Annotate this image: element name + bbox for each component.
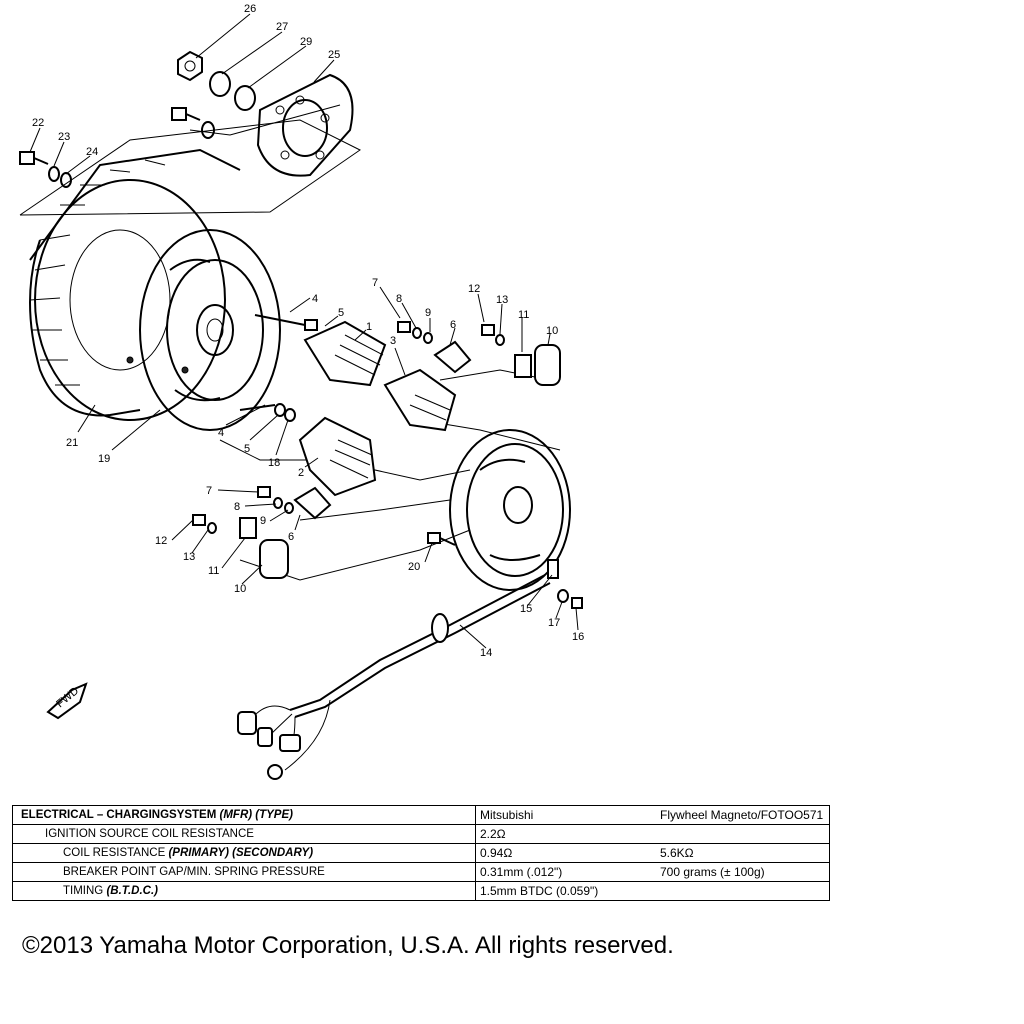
callout-29: 29	[300, 36, 312, 48]
callout-4a: 4	[312, 293, 318, 305]
callout-6b: 6	[288, 531, 294, 543]
callout-2: 2	[298, 467, 304, 479]
callout-24: 24	[86, 146, 98, 158]
breaker-points-condensers	[192, 321, 561, 579]
exploded-parts-diagram: FWD	[19, 3, 584, 780]
callout-13b: 13	[183, 551, 195, 563]
callout-22: 22	[32, 117, 44, 129]
wire-harness	[237, 574, 551, 780]
callout-11b: 11	[208, 565, 219, 577]
callout-10a: 10	[546, 325, 558, 337]
spec-value: 2.2Ω	[475, 824, 830, 844]
callout-3: 3	[390, 335, 396, 347]
forward-arrow-icon: FWD	[46, 682, 88, 720]
callout-5a: 5	[338, 307, 344, 319]
rotor-ring	[139, 229, 281, 431]
callout-18: 18	[268, 457, 280, 469]
alignment-lines	[19, 104, 561, 581]
spec-row-charging-system: Electrical – Chargingsystem (MFR) (Type)…	[12, 805, 830, 825]
callout-23: 23	[58, 131, 70, 143]
callout-10b: 10	[234, 583, 246, 595]
callout-26: 26	[244, 3, 256, 15]
callout-25: 25	[328, 49, 340, 61]
spec-label: Coil resistance (Primary) (Secondary)	[12, 843, 476, 863]
stator-plate	[427, 429, 583, 609]
spec-label: Timing (B.T.D.C.)	[12, 881, 476, 901]
cover-plate	[19, 50, 354, 188]
electrical-spec-table: Electrical – Chargingsystem (MFR) (Type)…	[12, 805, 830, 901]
callout-12b: 12	[155, 535, 167, 547]
callout-15: 15	[520, 603, 532, 615]
callout-7a: 7	[372, 277, 378, 289]
spec-row-source-coil: Ignition source coil resistance 2.2Ω	[12, 824, 830, 844]
spec-value: 1.5mm BTDC (0.059")	[475, 881, 830, 901]
callout-14: 14	[480, 647, 492, 659]
callout-9a: 9	[425, 307, 431, 319]
callout-6a: 6	[450, 319, 456, 331]
spec-row-breaker-point: Breaker point gap/min. spring pressure 0…	[12, 862, 830, 882]
callout-11a: 11	[518, 309, 529, 321]
spec-label: Breaker point gap/min. spring pressure	[12, 862, 476, 882]
callout-8b: 8	[234, 501, 240, 513]
callout-17: 17	[548, 617, 560, 629]
callout-21: 21	[66, 437, 78, 449]
callout-16: 16	[572, 631, 584, 643]
callout-5b: 5	[244, 443, 250, 455]
flywheel	[29, 148, 241, 421]
callout-12a: 12	[468, 283, 480, 295]
callout-19: 19	[98, 453, 110, 465]
copyright-notice: ©2013 Yamaha Motor Corporation, U.S.A. A…	[22, 932, 674, 959]
spec-label: Ignition source coil resistance	[12, 824, 476, 844]
callout-labels: 26 27 29 25 22 23 24 21 19 4 5 1 4 5 18 …	[32, 3, 584, 659]
spec-label: Electrical – Chargingsystem (MFR) (Type)	[12, 805, 476, 825]
callout-4b: 4	[218, 427, 224, 439]
callout-8a: 8	[396, 293, 402, 305]
callout-13a: 13	[496, 294, 508, 306]
spec-row-coil-resistance: Coil resistance (Primary) (Secondary) 0.…	[12, 843, 830, 863]
spec-value: 0.31mm (.012")700 grams (± 100g)	[475, 862, 830, 882]
callout-20: 20	[408, 561, 420, 573]
spec-row-timing: Timing (B.T.D.C.) 1.5mm BTDC (0.059")	[12, 881, 830, 901]
callout-7b: 7	[206, 485, 212, 497]
callout-9b: 9	[260, 515, 266, 527]
coil-assemblies	[239, 314, 457, 497]
callout-27: 27	[276, 21, 288, 33]
callout-1: 1	[366, 321, 372, 333]
leader-lines	[29, 13, 579, 649]
